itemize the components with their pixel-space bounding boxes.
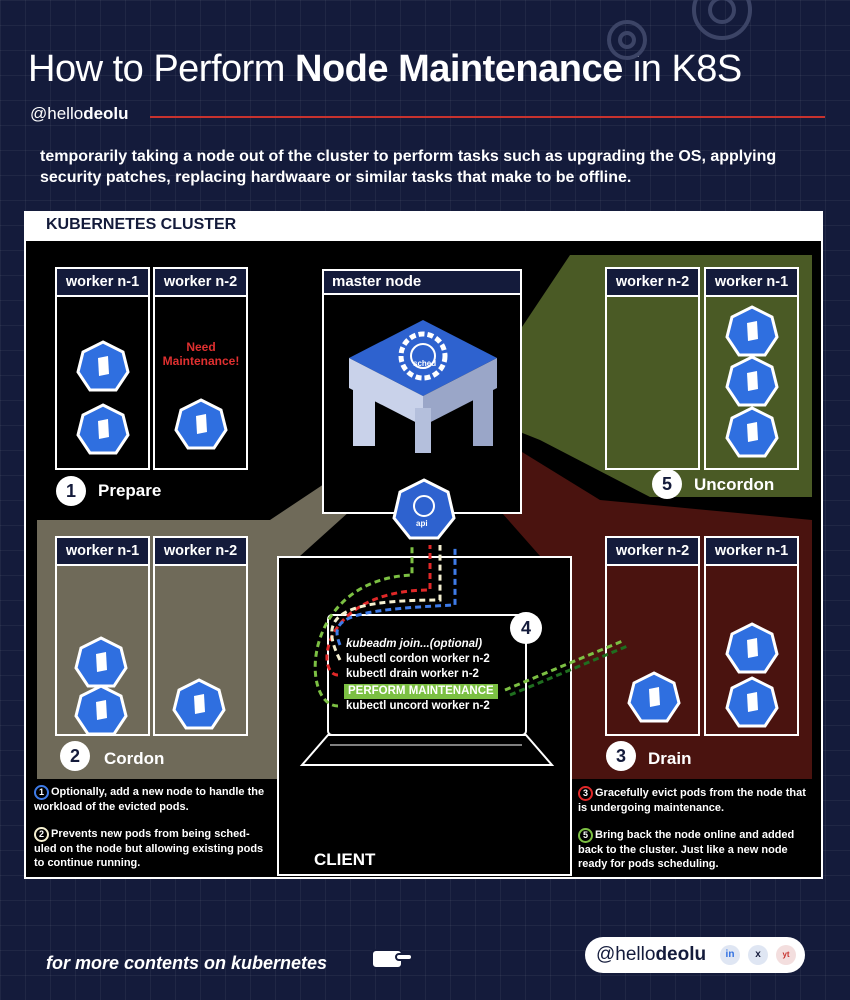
client-label: CLIENT	[314, 850, 376, 869]
worker-label: worker n-1	[706, 538, 797, 566]
step-1-badge: 1	[56, 476, 86, 506]
command-uncordon: kubectl uncord worker n-2	[346, 700, 490, 712]
scheduler-cube-icon	[349, 320, 497, 453]
worker-label: worker n-2	[607, 269, 698, 297]
social-handle[interactable]: @hellodeolu	[596, 944, 707, 965]
footer-cta: for more contents on kubernetes	[46, 953, 328, 973]
worker-label: worker n-2	[155, 269, 246, 297]
step-4-badge: 4	[510, 612, 542, 644]
uncordon-worker-n1: worker n-1	[704, 267, 799, 470]
perform-maintenance-label: PERFORM MAINTENANCE	[344, 684, 498, 699]
step-5-label: Uncordon	[694, 475, 775, 494]
step-1-label: Prepare	[98, 481, 162, 500]
step-2-label: Cordon	[104, 749, 165, 768]
uncordon-worker-n2: worker n-2	[605, 267, 700, 470]
api-label: api	[416, 519, 428, 528]
subtitle: temporarily taking a node out of the clu…	[40, 148, 777, 186]
command-cordon: kubectl cordon worker n-2	[346, 653, 490, 665]
worker-label: worker n-1	[706, 269, 797, 297]
youtube-icon[interactable]: yt	[776, 945, 796, 965]
api-server-icon	[392, 478, 456, 540]
step-3-label: Drain	[648, 749, 692, 768]
note-num: 2	[34, 827, 49, 842]
step-2-badge: 2	[60, 741, 90, 771]
page-title: How to Perform Node Maintenance in K8S	[28, 48, 742, 90]
cluster-label-bar	[24, 211, 821, 241]
note-num: 3	[578, 786, 593, 801]
command-drain: kubectl drain worker n-2	[346, 668, 479, 680]
step-5-badge: 5	[652, 469, 682, 499]
prepare-worker-n2: worker n-2	[153, 267, 248, 470]
scheduler-label: sched	[413, 359, 437, 368]
note-num: 5	[578, 828, 593, 843]
master-label-bar	[322, 269, 522, 295]
cluster-label: KUBERNETES CLUSTER	[46, 216, 237, 233]
worker-label: worker n-2	[155, 538, 246, 566]
maintenance-warning: Need Maintenance!	[162, 340, 240, 368]
drain-worker-n1: worker n-1	[704, 536, 799, 736]
prepare-worker-n1: worker n-1	[55, 267, 150, 470]
worker-label: worker n-1	[57, 538, 148, 566]
client-box	[277, 556, 572, 876]
master-node-label: master node	[332, 273, 422, 290]
drain-worker-n2: worker n-2	[605, 536, 700, 736]
note-num: 1	[34, 785, 49, 800]
step-3-badge: 3	[606, 741, 636, 771]
social-handle-pill[interactable]	[585, 937, 805, 973]
gear-decoration-icon	[607, 0, 752, 60]
worker-label: worker n-2	[607, 538, 698, 566]
pointing-hand-icon	[371, 949, 413, 969]
cordon-worker-n2: worker n-2	[153, 536, 248, 736]
linkedin-icon[interactable]: in	[720, 945, 740, 965]
worker-label: worker n-1	[57, 269, 148, 297]
laptop-icon	[299, 614, 555, 766]
author-handle: @hellodeolu	[30, 104, 129, 123]
command-join: kubeadm join...(optional)	[346, 638, 483, 650]
x-twitter-icon[interactable]: x	[748, 945, 768, 965]
header-divider	[150, 116, 825, 118]
